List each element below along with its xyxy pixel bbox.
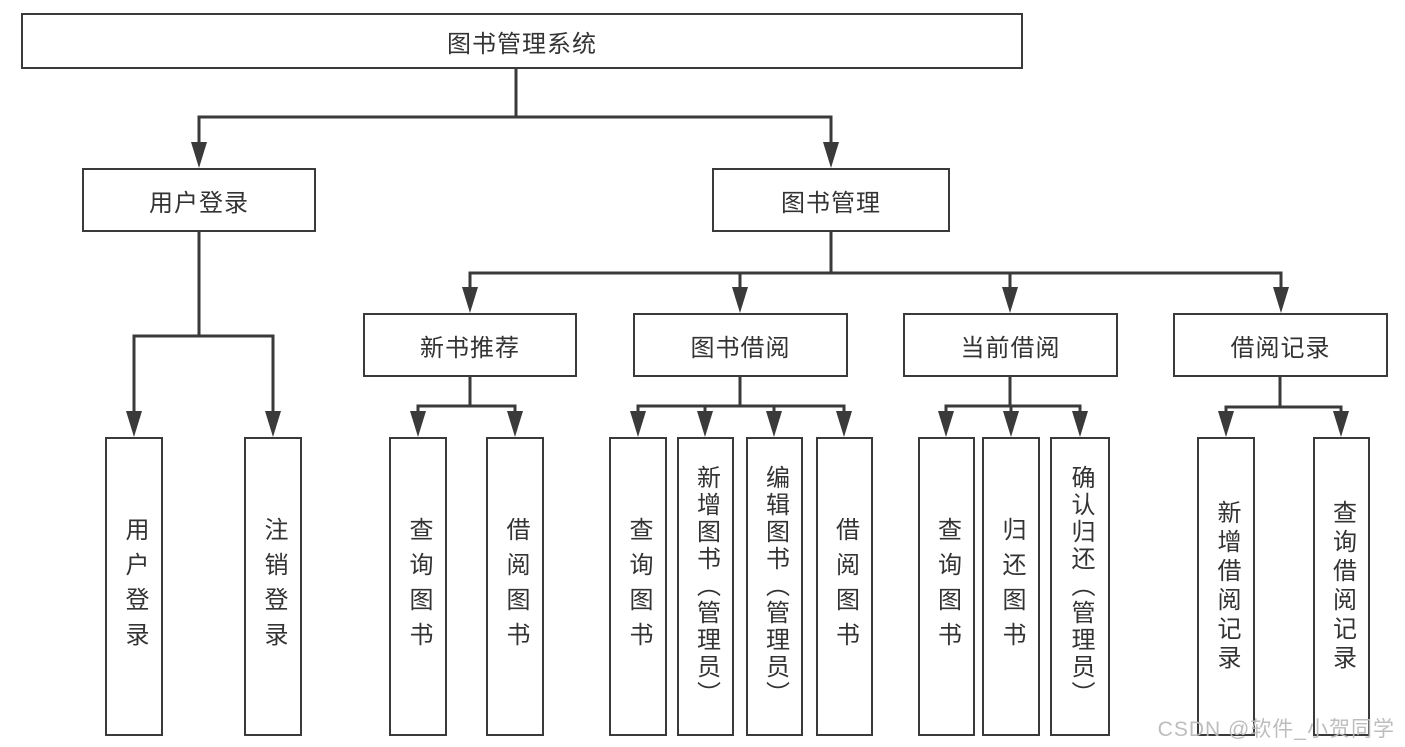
leaf-query-books-2-label: 查询图书 (625, 516, 652, 657)
node-root-label: 图书管理系统 (447, 30, 597, 58)
leaf-add-book-admin: 新增图书（管理员） (677, 437, 734, 736)
leaf-query-borrow-record-label: 查询借阅记录 (1328, 499, 1356, 674)
node-book-management: 图书管理 (712, 168, 950, 232)
leaf-confirm-return-admin: 确认归还（管理员） (1050, 437, 1110, 736)
leaf-add-borrow-record: 新增借阅记录 (1197, 437, 1255, 736)
leaf-return-books-label: 归还图书 (998, 516, 1025, 657)
leaf-query-borrow-record: 查询借阅记录 (1313, 437, 1370, 736)
leaf-query-books-3-label: 查询图书 (933, 516, 961, 657)
leaf-query-books-1: 查询图书 (389, 437, 447, 736)
leaf-query-books-1-label: 查询图书 (405, 516, 432, 657)
leaf-query-books-3: 查询图书 (918, 437, 975, 736)
leaf-logout: 注销登录 (244, 437, 302, 736)
node-user-login: 用户登录 (82, 168, 316, 232)
leaf-return-books: 归还图书 (982, 437, 1040, 736)
leaf-edit-book-admin-label: 编辑图书（管理员） (761, 465, 789, 708)
leaf-logout-label: 注销登录 (260, 516, 287, 657)
leaf-borrow-books-2: 借阅图书 (816, 437, 873, 736)
node-book-borrowing-label: 图书借阅 (690, 334, 791, 362)
csdn-watermark: CSDN @软件_小贺同学 (1157, 718, 1395, 741)
leaf-query-books-2: 查询图书 (609, 437, 667, 736)
node-root-system: 图书管理系统 (21, 13, 1023, 69)
leaf-edit-book-admin: 编辑图书（管理员） (746, 437, 803, 736)
leaf-confirm-return-admin-label: 确认归还（管理员） (1067, 465, 1094, 708)
leaf-add-borrow-record-label: 新增借阅记录 (1213, 499, 1240, 674)
node-current-borrowing-label: 当前借阅 (960, 334, 1061, 362)
node-current-borrowing: 当前借阅 (903, 313, 1118, 377)
node-new-book-recommend-label: 新书推荐 (420, 334, 520, 362)
leaf-borrow-books-1: 借阅图书 (486, 437, 544, 736)
leaf-user-login: 用户登录 (105, 437, 163, 736)
node-borrowing-records: 借阅记录 (1173, 313, 1388, 377)
leaf-borrow-books-2-label: 借阅图书 (831, 516, 859, 657)
leaf-add-book-admin-label: 新增图书（管理员） (692, 465, 720, 708)
arrowheads (126, 142, 1349, 437)
node-new-book-recommend: 新书推荐 (363, 313, 577, 377)
node-user-login-label: 用户登录 (149, 189, 249, 217)
leaf-borrow-books-1-label: 借阅图书 (502, 516, 529, 657)
leaf-user-login-label: 用户登录 (121, 516, 148, 657)
node-book-management-label: 图书管理 (781, 189, 881, 217)
node-book-borrowing: 图书借阅 (633, 313, 848, 377)
node-borrowing-records-label: 借阅记录 (1230, 334, 1331, 362)
